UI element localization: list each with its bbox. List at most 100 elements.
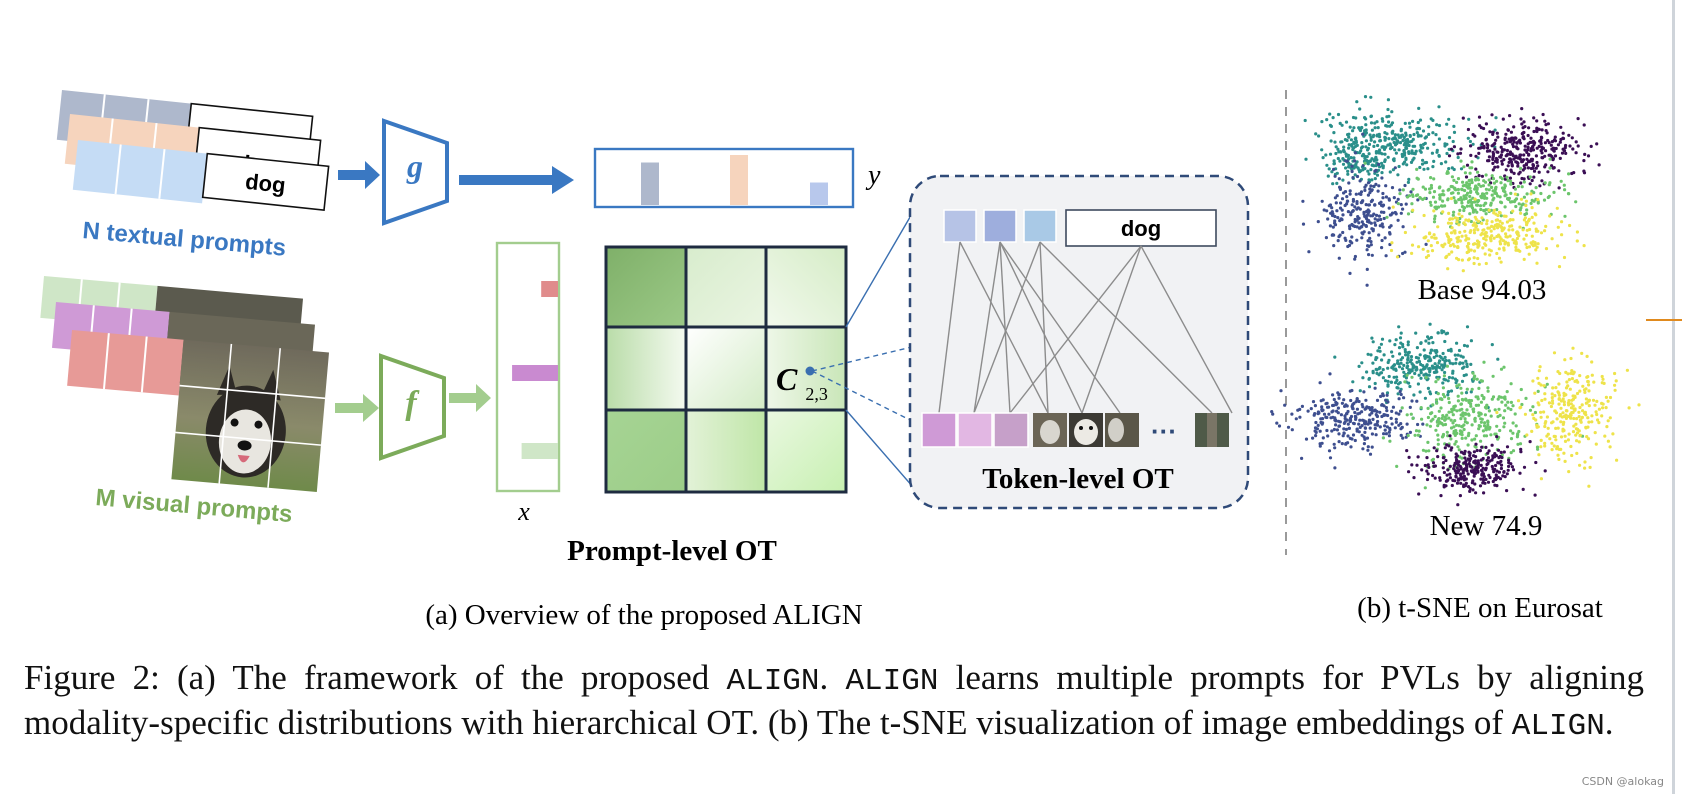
tsne-point — [1386, 366, 1390, 370]
tsne-point — [1372, 184, 1376, 188]
tsne-point — [1388, 232, 1392, 236]
tsne-point — [1581, 409, 1585, 413]
tsne-point — [1521, 135, 1525, 140]
tsne-point — [1386, 379, 1390, 383]
tsne-point — [1477, 182, 1481, 186]
tsne-point — [1411, 187, 1415, 191]
tsne-point — [1461, 116, 1465, 120]
tsne-point — [1545, 434, 1549, 438]
tsne-point — [1506, 179, 1510, 183]
tsne-point — [1512, 157, 1516, 161]
tsne-point — [1447, 444, 1451, 448]
tsne-point — [1324, 236, 1328, 240]
tsne-point — [1496, 165, 1500, 169]
tsne-point — [1366, 148, 1370, 152]
tsne-point — [1479, 463, 1483, 467]
tsne-point — [1435, 150, 1439, 154]
tsne-point — [1514, 424, 1518, 428]
tsne-point — [1401, 207, 1405, 211]
tsne-point — [1469, 362, 1473, 366]
tsne-point — [1486, 480, 1491, 484]
tsne-point — [1556, 370, 1560, 374]
tsne-point — [1545, 415, 1549, 419]
tsne-point — [1367, 406, 1371, 410]
tsne-point — [1483, 232, 1487, 236]
tsne-point — [1447, 396, 1451, 401]
tsne-point — [1483, 413, 1487, 417]
tsne-point — [1333, 214, 1337, 219]
tsne-point — [1439, 494, 1443, 498]
tsne-point — [1490, 224, 1494, 228]
tsne-point — [1392, 157, 1396, 161]
tsne-point — [1492, 227, 1496, 231]
tsne-point — [1482, 208, 1486, 213]
tsne-point — [1452, 167, 1456, 172]
method-name: ALIGN — [1511, 709, 1605, 744]
tsne-point — [1482, 179, 1486, 183]
tsne-point — [1348, 192, 1352, 196]
tsne-point — [1546, 426, 1550, 430]
tsne-point — [1551, 148, 1556, 152]
tsne-point — [1391, 405, 1395, 409]
tsne-point — [1410, 399, 1414, 403]
visual-prompt-stack — [40, 276, 330, 492]
tsne-point — [1426, 463, 1430, 467]
tsne-point — [1548, 214, 1552, 218]
tsne-point — [1534, 248, 1538, 252]
tsne-point — [1608, 445, 1612, 449]
tsne-point — [1525, 228, 1529, 232]
tsne-point — [1381, 191, 1385, 196]
tsne-point — [1431, 195, 1436, 199]
tsne-point — [1384, 254, 1388, 258]
tsne-point — [1332, 167, 1336, 171]
tsne-point — [1423, 356, 1427, 360]
tsne-point — [1452, 124, 1456, 128]
tsne-point — [1476, 203, 1480, 207]
tsne-point — [1432, 177, 1436, 181]
tsne-point — [1559, 435, 1564, 439]
tsne-point — [1589, 456, 1593, 460]
tsne-point — [1277, 424, 1282, 428]
tsne-point — [1416, 126, 1420, 130]
tsne-point — [1353, 254, 1357, 259]
tsne-point — [1509, 168, 1513, 172]
tsne-point — [1550, 399, 1555, 403]
tsne-point — [1403, 183, 1407, 188]
tsne-point — [1378, 349, 1382, 353]
tsne-point — [1515, 230, 1519, 234]
tsne-point — [1398, 381, 1402, 385]
tsne-point — [1330, 210, 1334, 214]
tsne-point — [1523, 144, 1527, 148]
tsne-point — [1462, 365, 1466, 369]
tsne-point — [1333, 466, 1337, 470]
tsne-point — [1550, 441, 1554, 445]
tsne-point — [1456, 238, 1460, 242]
arrow-to-x-distribution — [449, 384, 491, 412]
tsne-point — [1480, 393, 1484, 398]
x-distribution-label: x — [517, 497, 530, 526]
tsne-point — [1344, 427, 1348, 431]
tsne-point — [1539, 231, 1544, 235]
tsne-point — [1540, 179, 1544, 183]
tsne-point — [1576, 380, 1580, 384]
tsne-point — [1350, 388, 1354, 393]
tsne-point — [1522, 130, 1526, 135]
tsne-point — [1484, 445, 1488, 449]
tsne-point — [1497, 395, 1501, 399]
tsne-point — [1342, 431, 1346, 435]
tsne-point — [1479, 468, 1484, 472]
tsne-point — [1574, 433, 1578, 437]
tsne-point — [1332, 244, 1336, 248]
tsne-point — [1557, 457, 1561, 461]
tsne-point — [1563, 439, 1568, 443]
tsne-point — [1583, 460, 1587, 464]
tsne-point — [1377, 184, 1381, 188]
tsne-point — [1570, 453, 1574, 458]
tsne-point — [1499, 367, 1504, 371]
tsne-point — [1357, 216, 1361, 220]
tsne-point — [1449, 389, 1454, 393]
tsne-point — [1552, 190, 1556, 194]
tsne-point — [1503, 409, 1507, 413]
tsne-point — [1434, 380, 1438, 384]
tsne-point — [1428, 424, 1432, 428]
